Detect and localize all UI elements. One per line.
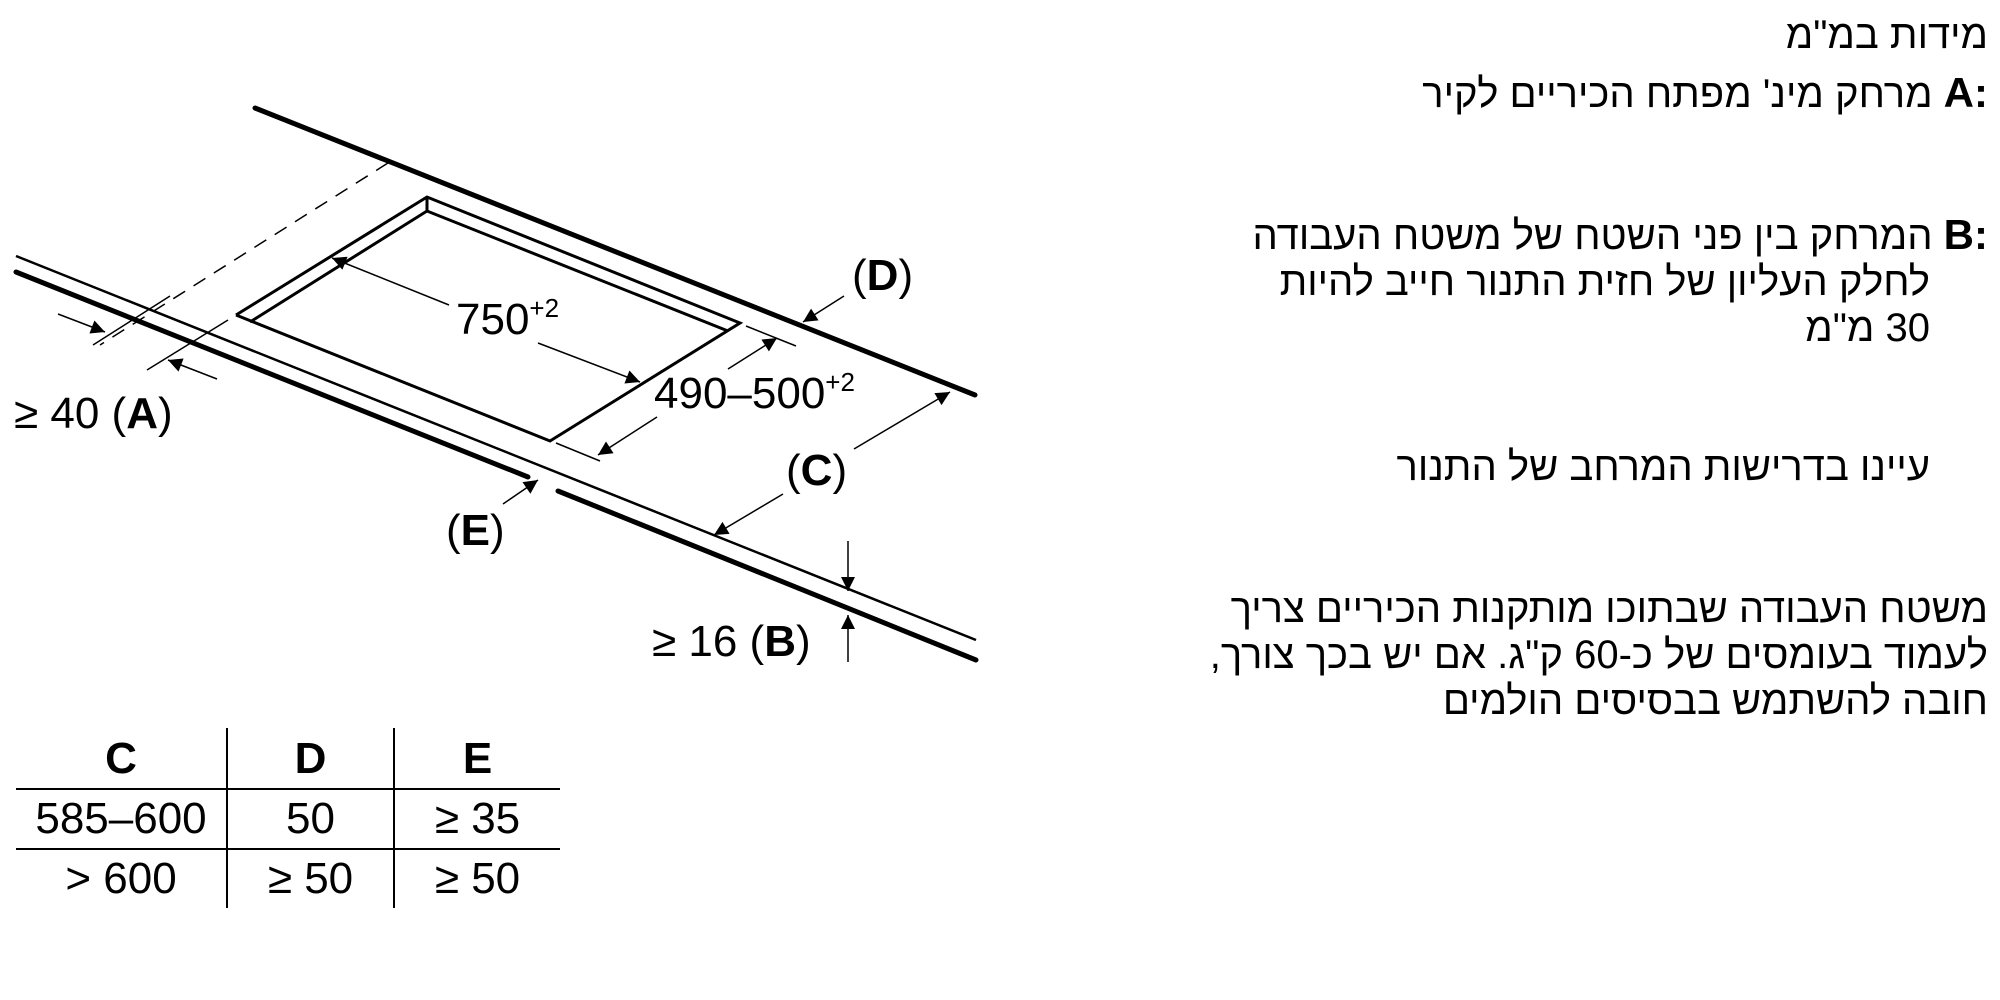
cutout-diagram: ≥ 40 (A) 750+2 490–500+2 (D) (C) (E) ≥ 1… [13, 105, 979, 666]
clearance-table: C D E 585–600 50 ≥ 35 > 600 ≥ 50 ≥ 50 [16, 728, 560, 908]
oven-space-reference: עיינו בדרישות המרחב של התנור [1396, 445, 1930, 489]
load-note-line2: לעמוד בעומסים של כ-60 ק"ג. אם יש בכך צור… [1209, 633, 1988, 677]
table-row: 585–600 50 ≥ 35 [16, 788, 560, 849]
note-A-text: מרחק מינ' מפתח הכיריים לקיר [1422, 72, 1933, 116]
table-cell: ≥ 50 [226, 848, 394, 908]
dim-750-label: 750+2 [456, 293, 559, 344]
worktop-front-edge-bottom-left [13, 269, 531, 480]
label-E: (E) [446, 506, 505, 555]
table-header-E: E [393, 728, 560, 789]
worktop-front-edge-top [15, 254, 977, 642]
dim-depth-tick-2 [555, 442, 601, 462]
units-title: מידות במ"מ [1785, 13, 1988, 57]
dim-depth-label: 490–500+2 [654, 367, 855, 418]
table-header-row: C D E [16, 728, 560, 789]
dashed-extension-line [99, 162, 389, 346]
worktop-front-edge-bottom-right [555, 488, 979, 663]
table-row: > 600 ≥ 50 ≥ 50 [16, 848, 560, 908]
dim-A-arrow-1 [57, 313, 106, 334]
table-cell: 585–600 [16, 788, 227, 849]
dim-depth-tick-1 [745, 325, 797, 347]
dim-D-arrow [802, 295, 845, 323]
wall-line [252, 105, 978, 398]
cutout-outline [235, 195, 744, 443]
table-header-D: D [226, 728, 394, 789]
note-B-line1: המרחק בין פני השטח של משטח העבודה [1252, 214, 1933, 258]
label-A: ≥ 40 (A) [14, 389, 173, 438]
dim-A-arrow-2 [167, 358, 218, 380]
note-B: B: המרחק בין פני השטח של משטח העבודה לחל… [1252, 212, 1988, 351]
dim-C-arrow-up [853, 391, 951, 450]
label-C: (C) [786, 446, 847, 495]
label-D: (D) [852, 251, 913, 300]
note-B-line3: 30 מ"מ [1805, 306, 1930, 350]
table-cell: > 600 [16, 848, 227, 908]
note-B-line2: לחלק העליון של חזית התנור חייב להיות [1279, 260, 1930, 304]
note-A-key: A: [1943, 69, 1988, 116]
dim-E-arrow [502, 479, 539, 505]
dim-depth-arrow-2 [597, 416, 658, 456]
dim-C-arrow-down [713, 493, 784, 536]
note-B-key: B: [1943, 211, 1988, 258]
dim-A-tick-2 [146, 319, 229, 371]
load-note-line1: משטח העבודה שבתוכו מותקנות הכיריים צריך [1230, 587, 1988, 631]
note-A: A: מרחק מינ' מפתח הכיריים לקיר [1422, 70, 1988, 117]
label-B: ≥ 16 (B) [652, 617, 811, 666]
dim-A-tick-1 [92, 295, 171, 346]
load-note-line3: חובה להשתמש בבסיסים הולמים [1442, 679, 1988, 723]
table-cell: 50 [226, 788, 394, 849]
table-header-C: C [105, 734, 137, 783]
table-cell: ≥ 35 [393, 788, 560, 849]
load-note: משטח העבודה שבתוכו מותקנות הכיריים צריך … [1210, 586, 1988, 724]
dim-depth-arrow-1 [727, 337, 778, 370]
dim-750-leader-2 [537, 342, 641, 384]
dim-750-leader-1 [331, 256, 450, 306]
table-cell: ≥ 50 [393, 848, 560, 908]
